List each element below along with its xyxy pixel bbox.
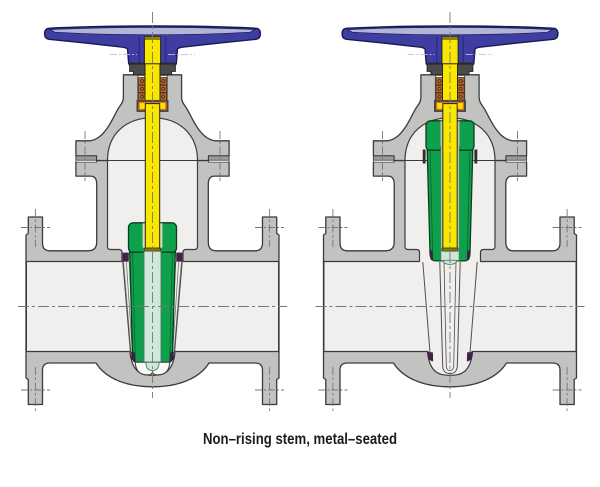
svg-text:Non–rising stem, metal–seated: Non–rising stem, metal–seated bbox=[203, 431, 397, 448]
